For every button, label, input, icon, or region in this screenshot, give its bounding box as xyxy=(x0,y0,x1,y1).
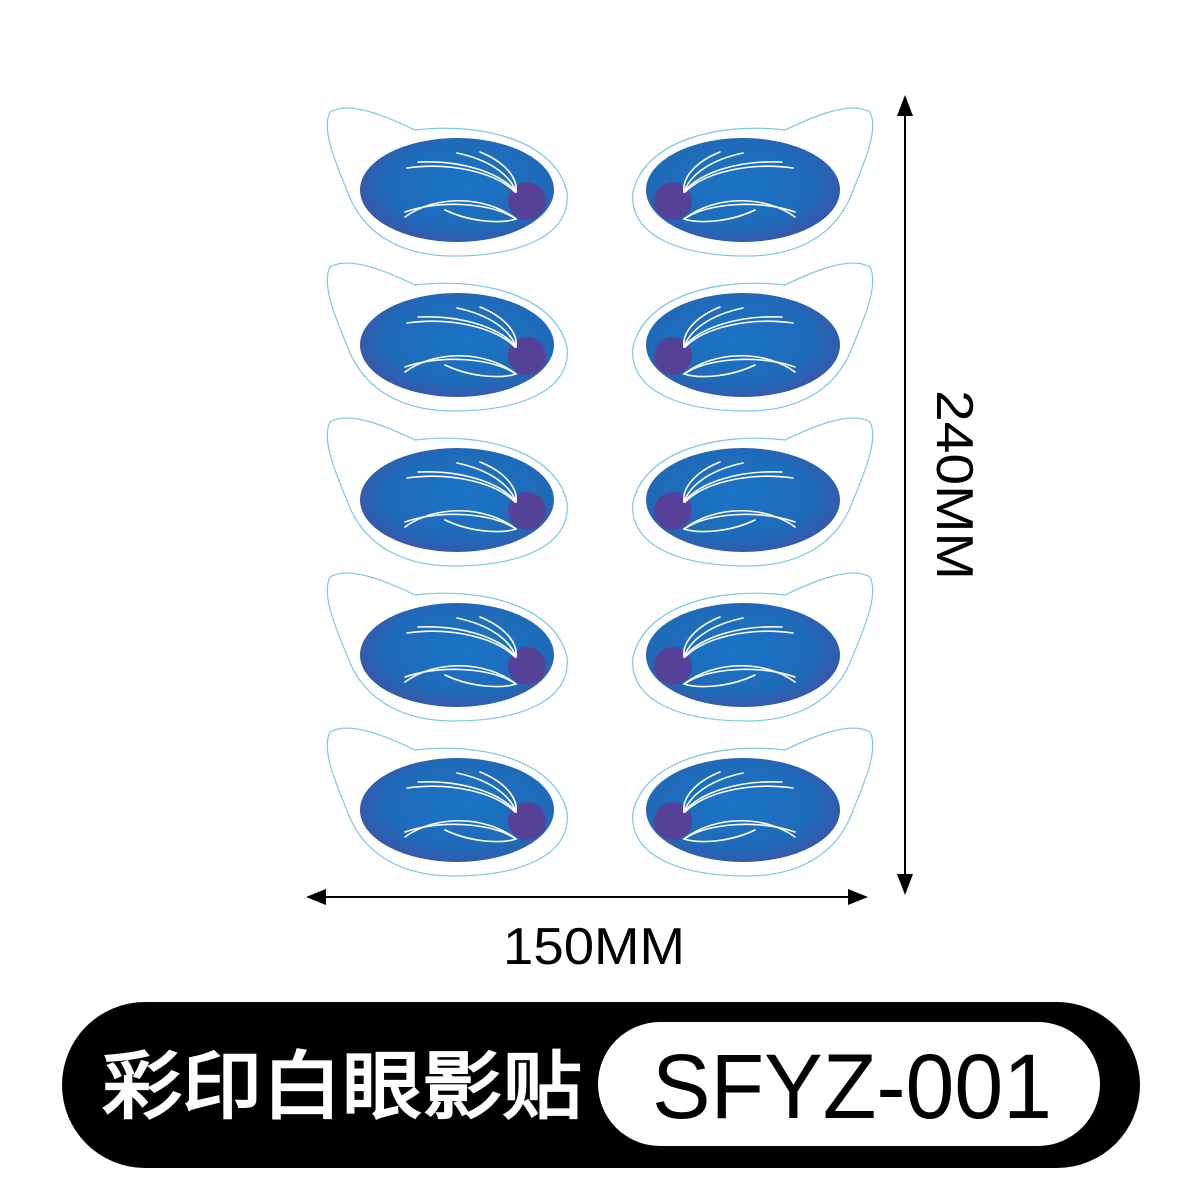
width-dimension-arrow xyxy=(306,889,868,905)
sticker-left-4 xyxy=(326,572,569,722)
sticker-left-3 xyxy=(326,417,569,567)
sticker-right-2 xyxy=(631,262,874,412)
height-dimension-arrow xyxy=(897,95,913,895)
sticker-right-4 xyxy=(631,572,874,722)
width-label: 150MM xyxy=(503,918,685,976)
product-label-bar: 彩印白眼影贴 SFYZ-001 xyxy=(62,1002,1140,1168)
product-code-pill xyxy=(598,1022,1100,1146)
sticker-right-1 xyxy=(631,107,874,257)
sticker-grid xyxy=(326,107,874,877)
product-title: 彩印白眼影贴 xyxy=(102,1044,582,1130)
product-code: SFYZ-001 xyxy=(652,1036,1052,1138)
sticker-right-3 xyxy=(631,417,874,567)
sticker-left-1 xyxy=(326,107,569,257)
sticker-right-5 xyxy=(631,727,874,877)
sticker-left-2 xyxy=(326,262,569,412)
height-label: 240MM xyxy=(925,390,983,580)
sticker-left-5 xyxy=(326,727,569,877)
